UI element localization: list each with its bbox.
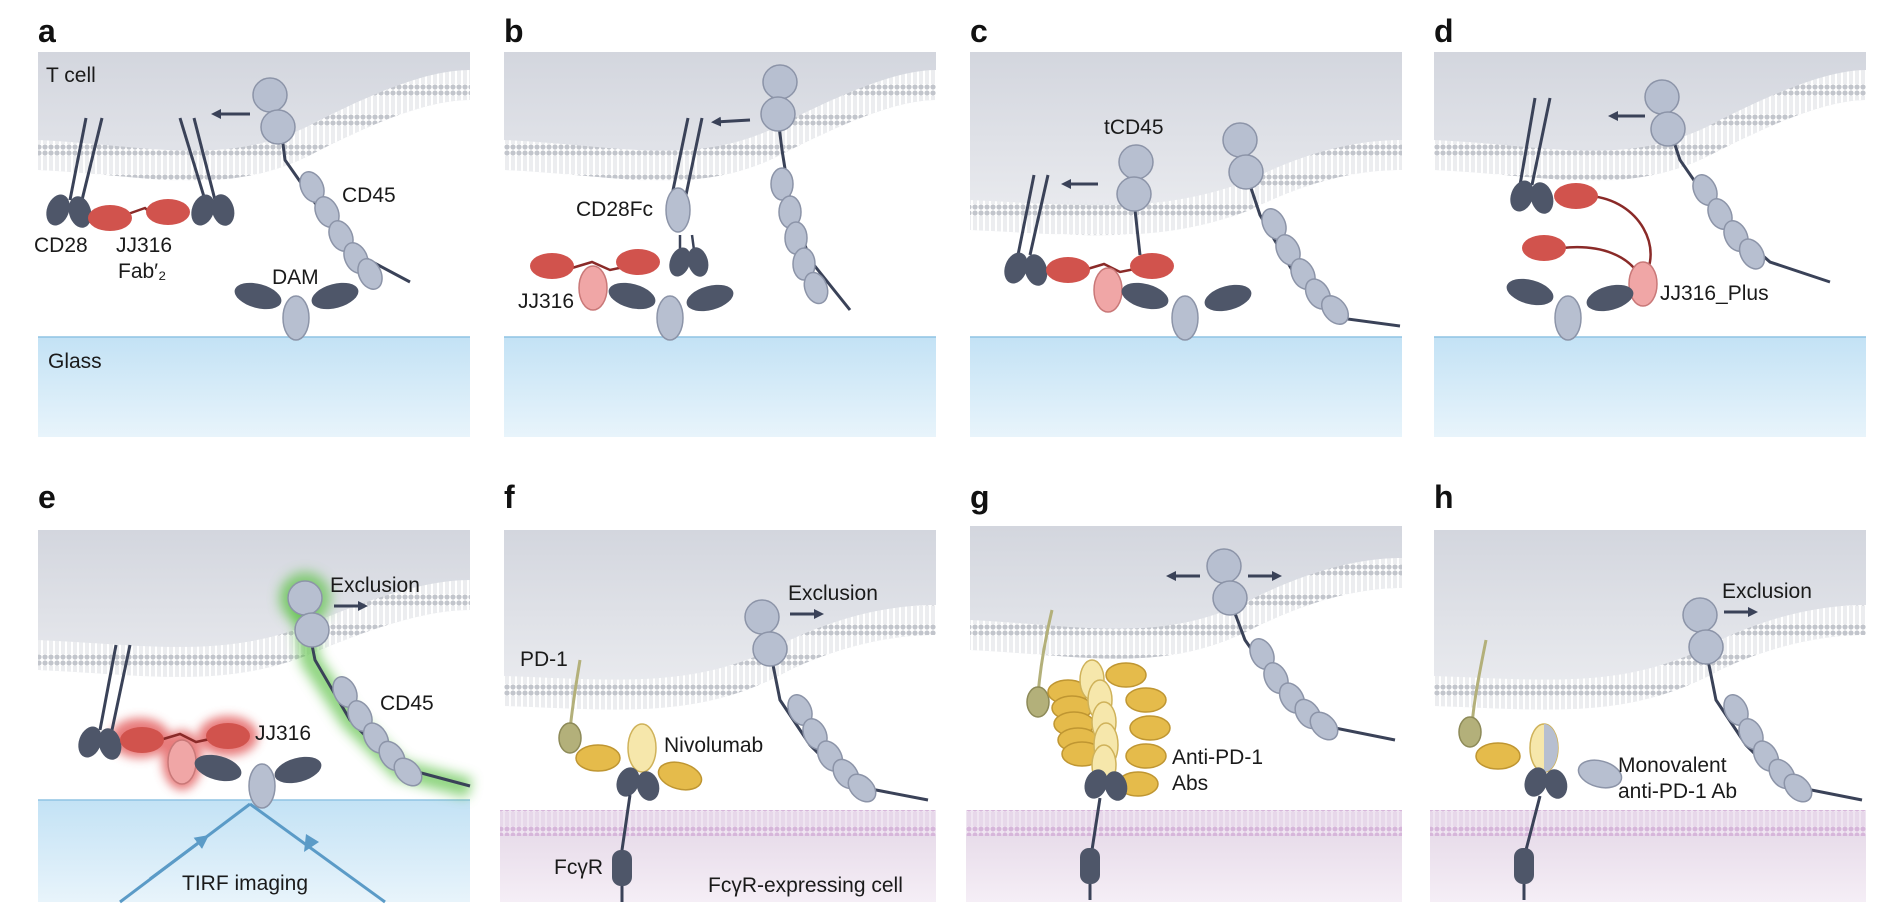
cd28-dimer bbox=[78, 644, 132, 760]
panel-letter: f bbox=[504, 479, 515, 515]
fcgr-receptor bbox=[612, 794, 632, 902]
pd1-label: PD-1 bbox=[520, 648, 568, 671]
jj316-label: JJ316 bbox=[116, 234, 172, 257]
glass-surface bbox=[970, 337, 1402, 437]
cell-membrane bbox=[970, 140, 1402, 236]
jj316-dam bbox=[530, 249, 734, 341]
panel-letter: b bbox=[504, 13, 524, 49]
cell-membrane bbox=[1434, 70, 1866, 181]
glass-surface bbox=[38, 337, 470, 437]
cd28fc-label: CD28Fc bbox=[576, 198, 653, 221]
cd45-molecule bbox=[1644, 79, 1831, 284]
nivolumab-label: Nivolumab bbox=[664, 734, 763, 757]
panel-letter: e bbox=[38, 479, 56, 515]
cd28-label: CD28 bbox=[34, 234, 88, 257]
arrow-icon bbox=[711, 116, 751, 127]
cd45-molecule bbox=[760, 64, 852, 311]
glass-surface bbox=[504, 337, 936, 437]
cd28-dimer bbox=[178, 117, 235, 226]
jj316-dam bbox=[1046, 253, 1252, 341]
monovalent-label: Monovalent bbox=[1618, 754, 1727, 777]
panel-b: b bbox=[504, 13, 936, 437]
dam-label: DAM bbox=[272, 266, 319, 289]
exclusion-label: Exclusion bbox=[1722, 580, 1812, 603]
jj316-plus-label: JJ316_Plus bbox=[1660, 282, 1769, 305]
cell-membrane bbox=[38, 70, 470, 181]
cd45-molecule bbox=[1206, 548, 1396, 742]
jj316-plus bbox=[1506, 183, 1658, 341]
dam-molecule bbox=[234, 282, 359, 341]
anti-pd1-antibody-cluster bbox=[1047, 659, 1171, 801]
glass-surface bbox=[38, 800, 470, 902]
cd28fc bbox=[665, 117, 709, 277]
cd28-dimer bbox=[46, 117, 104, 228]
glass-surface bbox=[1434, 337, 1866, 437]
fcgr-receptor bbox=[1514, 795, 1542, 900]
cell-membrane bbox=[504, 605, 936, 710]
fcgr-label: FcγR bbox=[554, 856, 603, 879]
panel-e: e bbox=[38, 479, 473, 904]
panel-d: d J bbox=[1434, 13, 1866, 437]
cd45-molecule bbox=[252, 77, 411, 290]
pd1-molecule bbox=[558, 659, 582, 754]
abs-label: Abs bbox=[1172, 772, 1208, 795]
jj316-fab2 bbox=[88, 199, 190, 231]
panel-letter: c bbox=[970, 13, 988, 49]
t-cell-label: T cell bbox=[46, 64, 96, 87]
monovalent-antibody bbox=[1475, 723, 1623, 799]
cell-membrane bbox=[504, 70, 936, 181]
tcd45-molecule bbox=[1116, 144, 1154, 256]
cd45-molecule bbox=[1222, 122, 1401, 328]
fcgr-receptor bbox=[1080, 797, 1102, 900]
panel-f: f bbox=[500, 479, 936, 902]
nivolumab-antibody bbox=[575, 723, 703, 801]
cd45-molecule bbox=[744, 599, 929, 803]
exclusion-label: Exclusion bbox=[330, 574, 420, 597]
extracellular-space bbox=[1434, 100, 1866, 342]
cd45-label: CD45 bbox=[380, 692, 434, 715]
panel-letter: d bbox=[1434, 13, 1454, 49]
cd28-dimer bbox=[1510, 97, 1554, 214]
panel-letter: h bbox=[1434, 479, 1454, 515]
cd45-molecule bbox=[287, 580, 471, 788]
fcgr-cell-label: FcγR-expressing cell bbox=[708, 874, 903, 897]
cell-membrane bbox=[1434, 605, 1866, 710]
pd1-molecule bbox=[1458, 639, 1488, 748]
anti-pd1-label: Anti-PD-1 bbox=[1172, 746, 1263, 769]
pd1-molecule bbox=[1026, 609, 1054, 718]
cd45-molecule bbox=[1682, 597, 1863, 803]
jj316-label: JJ316 bbox=[518, 290, 574, 313]
fcgr-cell-membrane bbox=[500, 810, 936, 836]
panel-letter: g bbox=[970, 479, 990, 515]
panel-letter: a bbox=[38, 13, 56, 49]
fcgr-cell-membrane bbox=[1430, 810, 1866, 836]
cell-membrane bbox=[970, 558, 1402, 659]
tirf-label: TIRF imaging bbox=[182, 872, 308, 895]
fcgr-cell-membrane bbox=[966, 810, 1402, 836]
extracellular-space bbox=[970, 170, 1402, 342]
jj316-label: JJ316 bbox=[255, 722, 311, 745]
panel-c: c bbox=[970, 13, 1402, 437]
jj316-dam bbox=[120, 723, 322, 809]
cd28-dimer bbox=[1004, 174, 1050, 286]
panel-h: h bbox=[1430, 479, 1866, 902]
tcd45-label: tCD45 bbox=[1104, 116, 1164, 139]
fab2-label: Fab′₂ bbox=[118, 260, 166, 283]
panel-g: g bbox=[966, 479, 1402, 902]
tirf-beam bbox=[119, 802, 386, 904]
cd45-label: CD45 bbox=[342, 184, 396, 207]
panel-a: a bbox=[34, 13, 470, 437]
exclusion-label: Exclusion bbox=[788, 582, 878, 605]
glass-label: Glass bbox=[48, 350, 102, 373]
anti-pd1-ab-label: anti-PD-1 Ab bbox=[1618, 780, 1737, 803]
